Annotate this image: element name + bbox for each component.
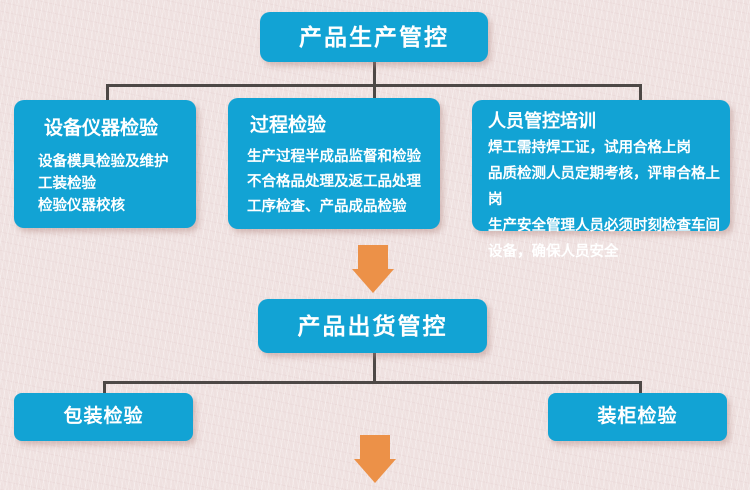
down-arrow-head (352, 269, 394, 293)
branch-line: 设备模具检验及维护 (38, 154, 169, 170)
branch-line: 工装检验 (38, 176, 96, 192)
down-arrow-head (354, 459, 396, 483)
branch-personnel-control-training: 人员管控培训 焊工需持焊工证，试用合格上岗 品质检测人员定期考核，评审合格上岗 … (472, 100, 730, 260)
connector-bottom-left-stub (103, 381, 106, 394)
branch-title: 过程检验 (250, 115, 327, 136)
branch-line: 不合格品处理及返工品处理 (247, 174, 421, 190)
connector-top-horizontal (106, 84, 642, 87)
connector-bottom-right-stub (639, 381, 642, 394)
down-arrow-shaft (358, 245, 388, 269)
branch-line: 品质检测人员定期考核，评审合格上岗 (488, 166, 720, 208)
down-arrow-shaft (360, 435, 390, 459)
connector-top-right-stub (639, 84, 642, 100)
down-arrow-icon (352, 245, 394, 293)
connector-top-vertical (373, 62, 376, 100)
branch-line: 焊工需持焊工证，试用合格上岗 (488, 140, 691, 156)
branch-equipment-instrument-inspection: 设备仪器检验 设备模具检验及维护 工装检验 检验仪器校核 (14, 100, 196, 228)
leaf-container-loading-inspection: 装柜检验 (548, 393, 727, 441)
branch-line: 检验仪器校核 (38, 198, 125, 214)
connector-mid-vertical (373, 353, 376, 384)
branch-process-inspection: 过程检验 生产过程半成品监督和检验 不合格品处理及返工品处理 工序检查、产品成品… (228, 98, 440, 229)
leaf-packing-inspection: 包装检验 (14, 393, 193, 441)
branch-title: 人员管控培训 (488, 111, 596, 131)
connector-top-left-stub (106, 84, 109, 100)
branch-title: 设备仪器检验 (44, 118, 159, 139)
node-product-production-control: 产品生产管控 (260, 12, 488, 62)
branch-line: 生产安全管理人员必须时刻检查车间设备，确保人员安全 (488, 218, 720, 260)
connector-bottom-horizontal (103, 381, 642, 384)
down-arrow-icon (354, 435, 396, 483)
branch-line: 生产过程半成品监督和检验 (247, 149, 421, 165)
node-product-shipping-control: 产品出货管控 (258, 299, 487, 353)
branch-line: 工序检查、产品成品检验 (247, 199, 407, 215)
